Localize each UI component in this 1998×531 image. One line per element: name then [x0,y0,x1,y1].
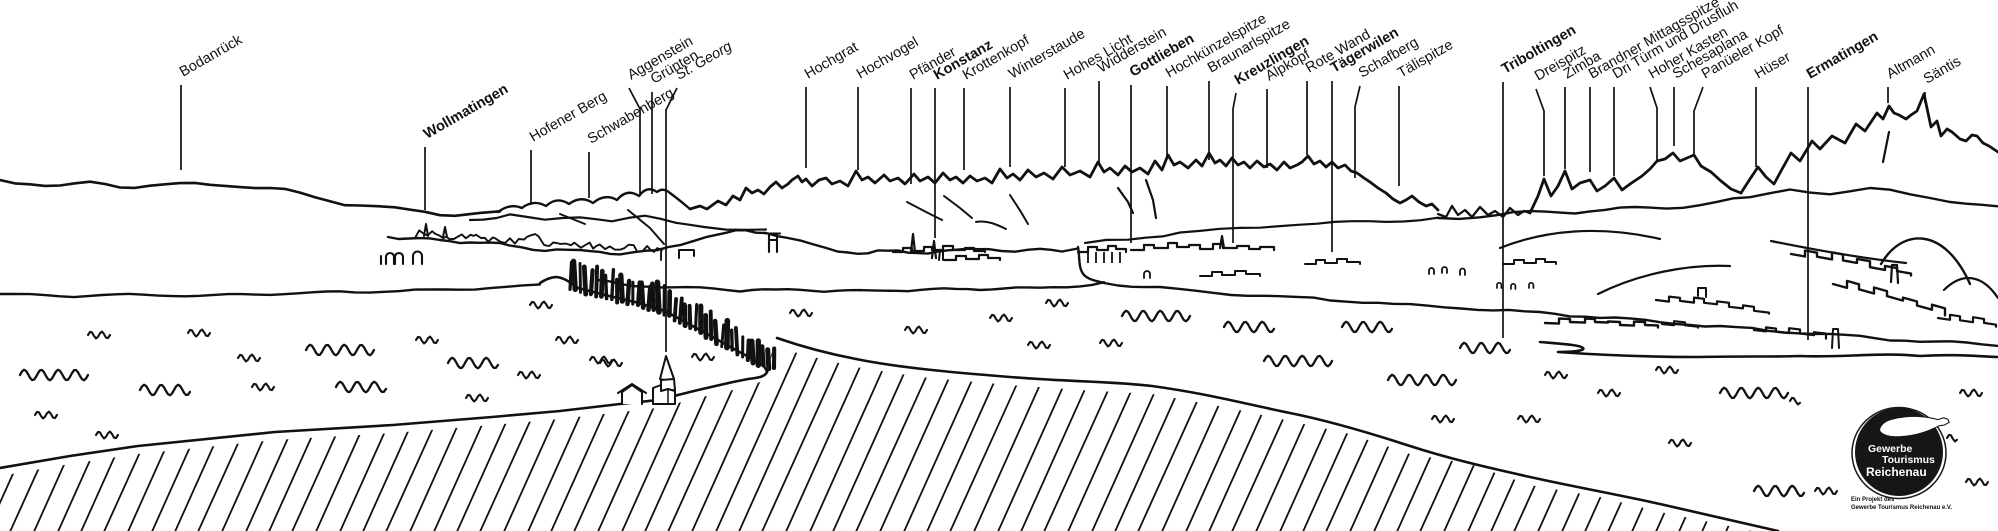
svg-text:Gewerbe Tourismus Reichenau e.: Gewerbe Tourismus Reichenau e.V. [1851,505,1952,511]
svg-text:Reichenau: Reichenau [1866,465,1927,479]
svg-text:Tourismus: Tourismus [1882,454,1935,466]
svg-text:Ein Projekt des: Ein Projekt des [1851,497,1895,503]
svg-text:Gewerbe: Gewerbe [1868,443,1913,455]
